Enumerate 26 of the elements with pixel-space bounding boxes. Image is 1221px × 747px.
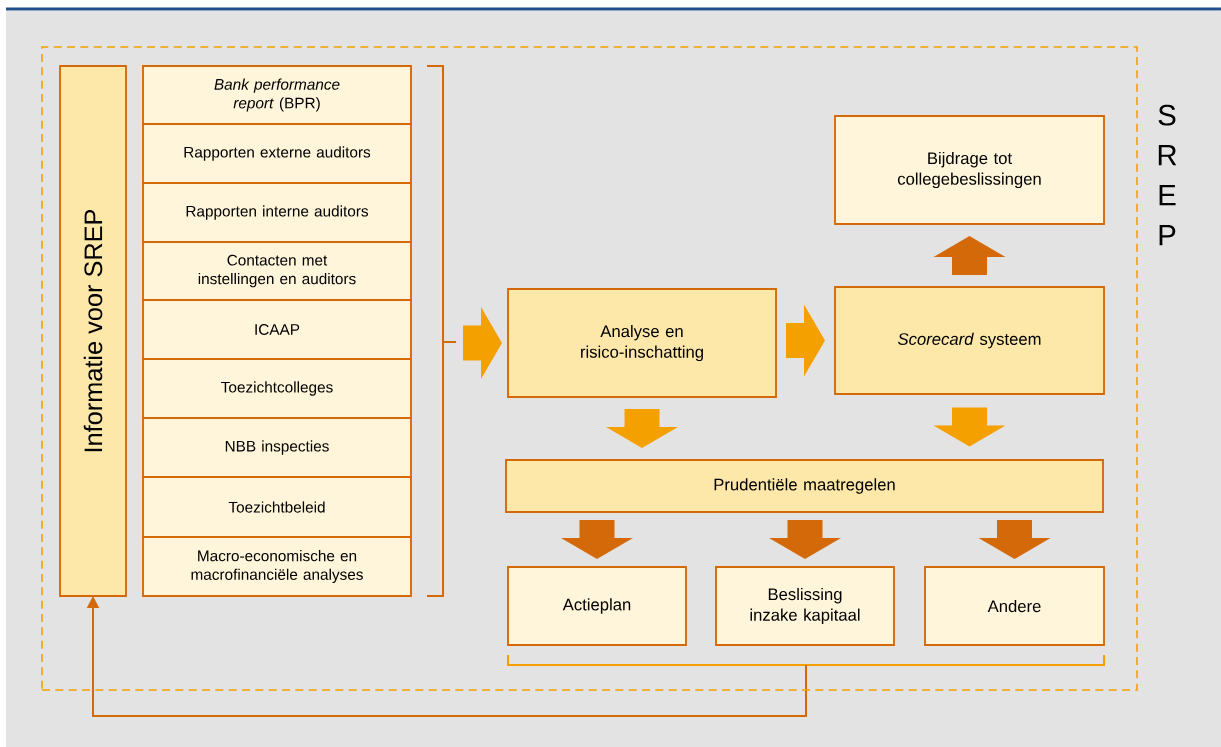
- list-item: Macro-economische en macrofinanciële analyses: [142, 536, 412, 597]
- block-arrow: [561, 520, 633, 559]
- list-item: Bank performance report (BPR): [142, 65, 412, 125]
- process-box: Actieplan: [507, 566, 687, 646]
- block-arrow: [769, 520, 841, 559]
- process-box: Beslissing inzake kapitaal: [715, 566, 895, 646]
- process-box: Prudentiële maatregelen: [505, 459, 1104, 513]
- block-arrow: [933, 236, 1006, 275]
- list-item: Toezichtbeleid: [142, 476, 412, 538]
- list-item: Toezichtcolleges: [142, 358, 412, 419]
- list-item: Rapporten externe auditors: [142, 123, 412, 184]
- frame-title: SREP: [1158, 104, 1177, 246]
- side-bar: Informatie voor SREP: [59, 65, 127, 597]
- process-box: Analyse en risico-inschatting: [507, 288, 777, 398]
- list-item: ICAAP: [142, 299, 412, 360]
- process-box: Andere: [924, 566, 1105, 646]
- list-item: Rapporten interne auditors: [142, 182, 412, 243]
- block-arrow: [786, 304, 825, 377]
- block-arrow: [978, 520, 1051, 559]
- process-box: Bijdrage tot collegebeslissingen: [834, 115, 1105, 225]
- process-box: Scorecard systeem: [834, 286, 1105, 395]
- list-item: Contacten met instellingen en auditors: [142, 241, 412, 301]
- block-arrow: [463, 307, 502, 379]
- block-arrow: [933, 407, 1006, 447]
- block-arrow: [606, 409, 678, 448]
- list-item: NBB inspecties: [142, 417, 412, 478]
